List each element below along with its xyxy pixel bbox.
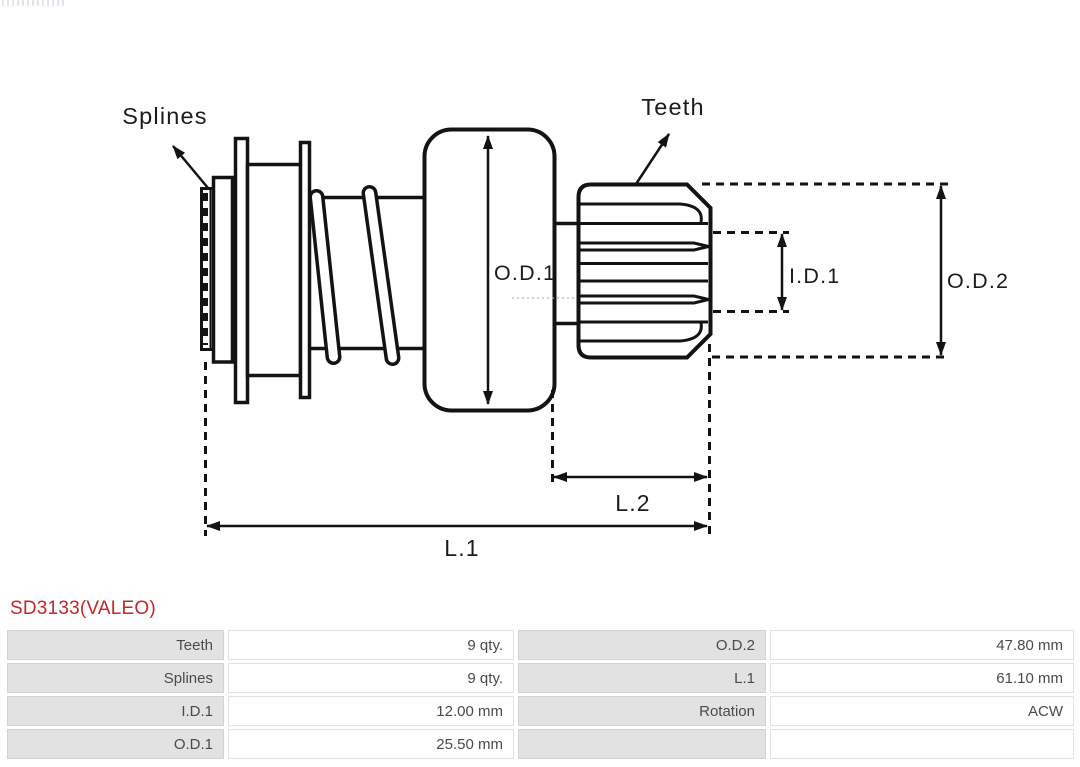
pinion-gear (576, 182, 713, 360)
pinion-neck (554, 221, 579, 326)
part-number: SD3133(VALEO) (10, 598, 156, 619)
spec-value-l1: 61.10 mm (770, 663, 1074, 693)
l1-label: L.1 (444, 535, 480, 561)
teeth-leader-arrow (634, 133, 671, 185)
splined-shaft (200, 175, 235, 364)
leader-lines (172, 133, 671, 189)
spec-value-od1: 25.50 mm (228, 729, 514, 759)
spec-label-rotation: Rotation (518, 696, 766, 726)
spec-value-empty (770, 729, 1074, 759)
construction-lines (204, 182, 948, 536)
splines-leader-arrow (172, 145, 209, 189)
clipped-logo-artifact (2, 0, 64, 6)
teeth-label: Teeth (641, 94, 705, 120)
od1-label: O.D.1 (494, 261, 556, 285)
spec-label-splines: Splines (7, 663, 224, 693)
id1-label: I.D.1 (789, 264, 840, 288)
spec-label-l1: L.1 (518, 663, 766, 693)
od2-label: O.D.2 (947, 269, 1009, 293)
splines-label: Splines (122, 103, 207, 129)
spec-value-id1: 12.00 mm (228, 696, 514, 726)
spec-label-empty (518, 729, 766, 759)
spring (308, 185, 401, 366)
spec-value-splines: 9 qty. (228, 663, 514, 693)
spec-label-od2: O.D.2 (518, 630, 766, 660)
spec-value-teeth: 9 qty. (228, 630, 514, 660)
stop-collar (233, 136, 312, 405)
spec-label-teeth: Teeth (7, 630, 224, 660)
spec-table: Teeth 9 qty. O.D.2 47.80 mm Splines 9 qt… (7, 630, 1074, 759)
spec-label-id1: I.D.1 (7, 696, 224, 726)
spec-value-rotation: ACW (770, 696, 1074, 726)
starter-drive-diagram: Splines Teeth O.D.1 I.D.1 O.D.2 L.2 L.1 (122, 94, 1009, 561)
spec-value-od2: 47.80 mm (770, 630, 1074, 660)
spec-label-od1: O.D.1 (7, 729, 224, 759)
dimension-lines (206, 135, 946, 531)
pinion-teeth (578, 202, 709, 343)
l2-label: L.2 (615, 490, 651, 516)
